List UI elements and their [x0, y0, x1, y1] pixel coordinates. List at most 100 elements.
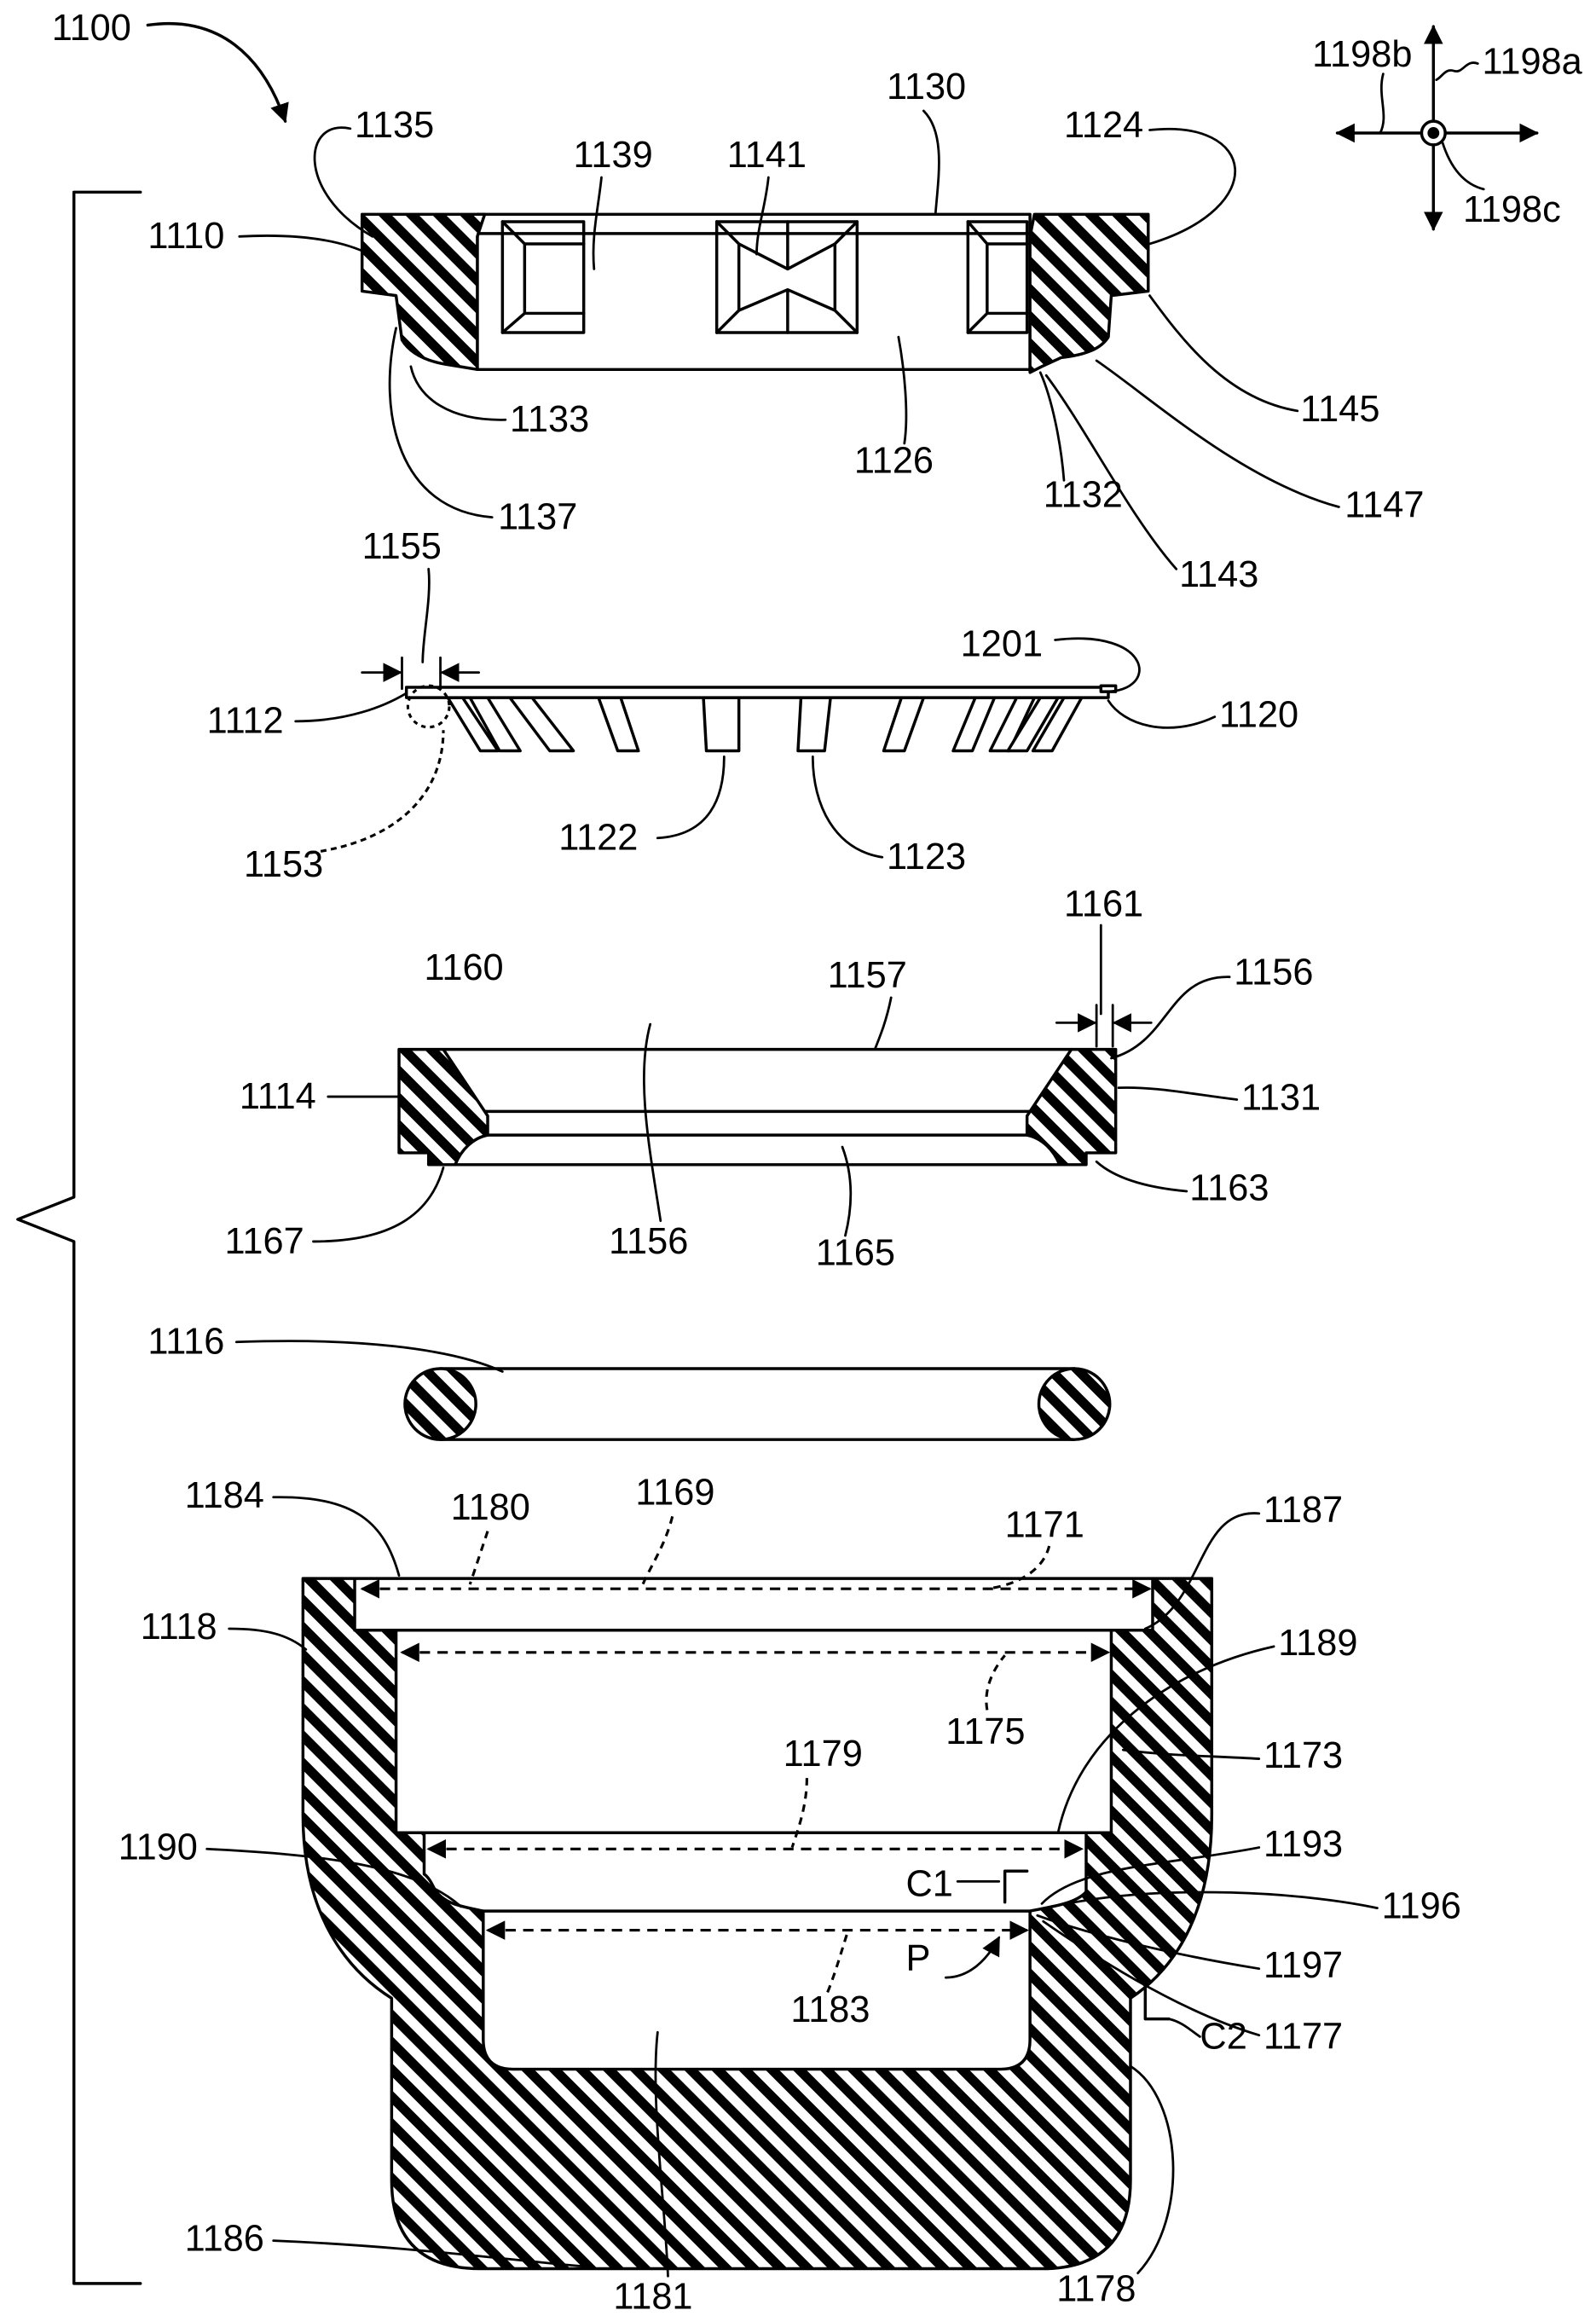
- axis-out-of-page-dot: [1427, 127, 1439, 139]
- label-1201: 1201: [961, 624, 1043, 665]
- label-1145: 1145: [1300, 389, 1379, 430]
- cap-right-section: [1030, 214, 1148, 372]
- leader-1122: [657, 756, 724, 837]
- label-1198c: 1198c: [1463, 189, 1561, 230]
- label-1189: 1189: [1278, 1623, 1357, 1664]
- leader-1130: [923, 111, 939, 214]
- leader-1198b: [1380, 74, 1384, 133]
- label-1123: 1123: [887, 837, 966, 877]
- label-1160: 1160: [424, 947, 503, 988]
- direction-indicator: 1198b 1198a 1198c: [1312, 26, 1582, 230]
- o-ring-right-section: [1039, 1369, 1110, 1439]
- body-section: [303, 1578, 1211, 2268]
- label-1114: 1114: [240, 1076, 316, 1117]
- label-1190: 1190: [119, 1827, 198, 1867]
- label-1118: 1118: [141, 1607, 217, 1647]
- label-1175: 1175: [945, 1711, 1025, 1752]
- leader-1175: [986, 1655, 1005, 1710]
- leader-1145: [1150, 296, 1298, 411]
- label-1122: 1122: [558, 818, 638, 859]
- label-1181: 1181: [613, 2276, 692, 2316]
- leader-1183: [828, 1931, 848, 1993]
- leader-1167: [313, 1167, 443, 1242]
- label-1165: 1165: [816, 1233, 895, 1274]
- assembly-ref-label: 1100: [52, 8, 131, 49]
- label-1184: 1184: [185, 1475, 264, 1516]
- label-1157: 1157: [828, 955, 907, 996]
- filter-disc-part: 1155 1201 1112 1120 1153 1122 1123: [207, 526, 1298, 885]
- label-1197: 1197: [1264, 1945, 1343, 1986]
- retainer-ring-part: 1161 1160 1157 1156 1114 1131 1167 1156 …: [224, 884, 1321, 1274]
- label-1186: 1186: [185, 2219, 264, 2260]
- fin: [953, 698, 995, 750]
- label-1131: 1131: [1241, 1078, 1321, 1119]
- leader-1116: [236, 1341, 502, 1372]
- label-1198a: 1198a: [1482, 42, 1582, 83]
- label-1163: 1163: [1189, 1167, 1269, 1208]
- label-1187: 1187: [1264, 1490, 1343, 1531]
- label-1147: 1147: [1344, 485, 1424, 526]
- label-1124: 1124: [1064, 105, 1143, 146]
- label-1156-upper: 1156: [1234, 952, 1313, 993]
- leader-1178: [1130, 2066, 1173, 2273]
- label-1120: 1120: [1219, 695, 1298, 736]
- label-1178: 1178: [1056, 2269, 1136, 2310]
- label-1180: 1180: [451, 1487, 530, 1528]
- fin: [510, 698, 574, 750]
- leader-1156-lower: [644, 1024, 660, 1221]
- leader-1118: [229, 1629, 306, 1649]
- label-1171: 1171: [1005, 1505, 1084, 1546]
- c1-corner-marker: [1005, 1871, 1027, 1902]
- fin: [703, 698, 739, 750]
- c2-leader: [1169, 2019, 1200, 2037]
- leader-1110: [240, 235, 370, 254]
- leader-1184: [274, 1497, 399, 1576]
- label-1156-lower: 1156: [609, 1221, 688, 1262]
- leader-1163: [1096, 1161, 1187, 1191]
- cap-part: 1135 1139 1141 1130 1124 1110 1145 1133 …: [147, 67, 1424, 595]
- ring-left-section: [399, 1050, 488, 1165]
- leader-1198c: [1443, 142, 1484, 188]
- cap-left-section: [362, 214, 485, 369]
- leader-1179: [792, 1778, 807, 1847]
- label-1116: 1116: [147, 1322, 224, 1363]
- filter-plate: [407, 687, 1108, 698]
- leader-1157: [875, 998, 891, 1050]
- label-1198b: 1198b: [1312, 34, 1412, 75]
- p-arrow: [945, 1937, 998, 1977]
- label-1135: 1135: [355, 105, 434, 146]
- leader-1112: [296, 693, 407, 721]
- leader-1155: [423, 569, 430, 662]
- cap-center-region: [477, 214, 1030, 369]
- leader-1153: [310, 730, 443, 853]
- label-1179: 1179: [784, 1734, 863, 1775]
- label-1196: 1196: [1382, 1886, 1461, 1927]
- leader-1180: [470, 1531, 488, 1584]
- leader-1165: [842, 1147, 851, 1236]
- label-1130: 1130: [887, 67, 966, 107]
- leader-1131: [1119, 1087, 1237, 1099]
- label-p: P: [906, 1937, 931, 1978]
- label-1133: 1133: [510, 399, 589, 440]
- fin: [598, 698, 639, 750]
- label-1112: 1112: [207, 701, 284, 742]
- leader-1123: [812, 756, 882, 857]
- leader-1147: [1096, 361, 1339, 507]
- label-1155: 1155: [362, 526, 442, 567]
- label-1143: 1143: [1179, 554, 1258, 595]
- label-1139: 1139: [574, 135, 653, 176]
- fin: [798, 698, 830, 750]
- leader-1201: [1055, 639, 1140, 692]
- o-ring-left-section: [405, 1369, 476, 1439]
- label-1161: 1161: [1064, 884, 1143, 925]
- body-part: 1184 1180 1169 1171 1187 1118 1175 1189 …: [119, 1472, 1461, 2316]
- leader-1133: [411, 367, 506, 420]
- label-1153: 1153: [244, 844, 323, 885]
- label-1126: 1126: [854, 441, 934, 482]
- leader-1171: [987, 1546, 1050, 1589]
- leader-1132: [1040, 373, 1064, 481]
- leader-1169: [643, 1516, 673, 1584]
- label-1169: 1169: [635, 1472, 714, 1513]
- fin: [884, 698, 924, 750]
